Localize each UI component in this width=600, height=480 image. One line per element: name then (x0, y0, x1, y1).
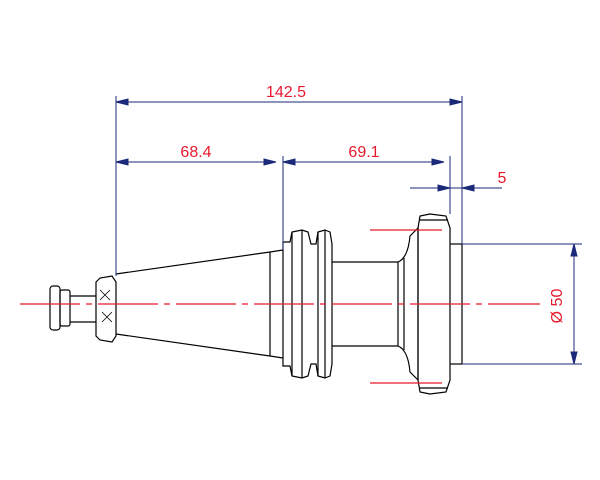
taper-length-label: 68.4 (180, 144, 211, 161)
overall-length-label: 142.5 (266, 84, 306, 101)
dimension-lines (115, 96, 582, 365)
diameter-label: Ø 50 (549, 289, 566, 324)
flange-offset-label: 5 (498, 170, 507, 187)
body-length-label: 69.1 (348, 144, 379, 161)
pull-stud (49, 275, 117, 343)
